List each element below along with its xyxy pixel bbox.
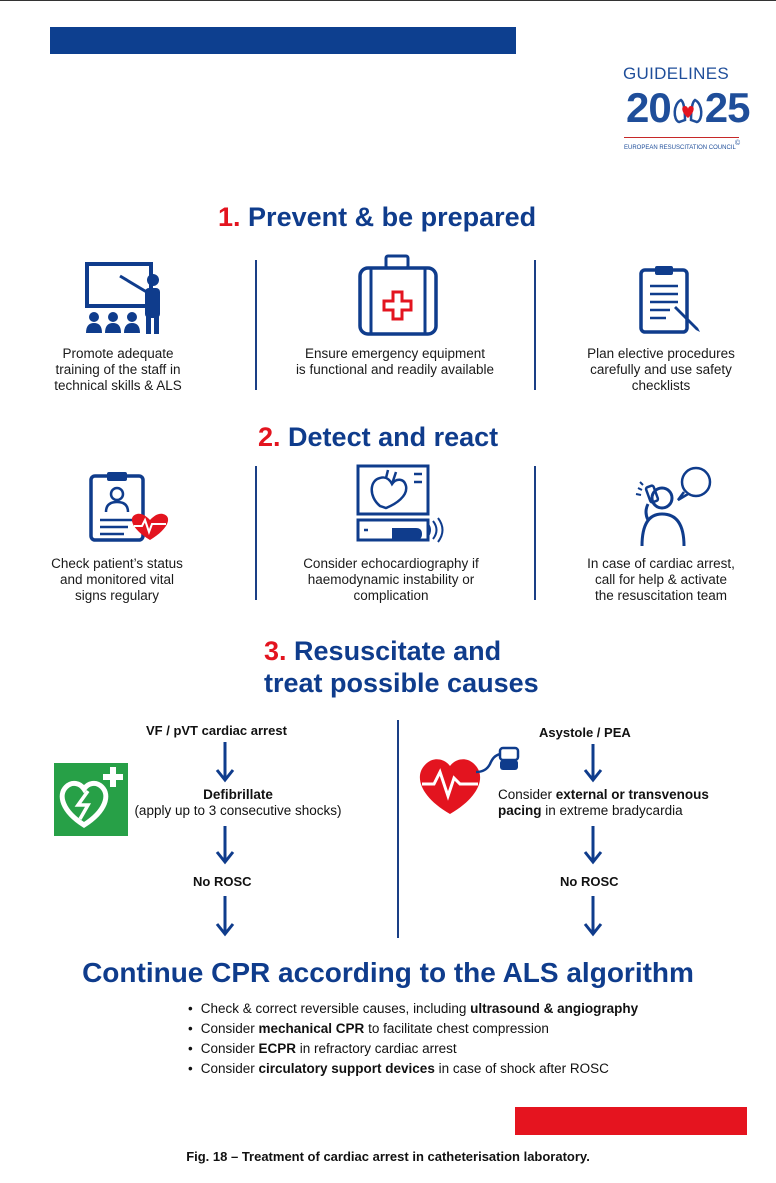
arrow-down-icon: [215, 826, 235, 865]
section3-number: 3.: [264, 636, 287, 666]
section2-item2-text: Consider echocardiography if haemodynami…: [303, 556, 479, 603]
logo-copyright: ©: [735, 140, 741, 147]
logo-guidelines-text: GUIDELINES: [623, 64, 729, 83]
pacing-post: in extreme bradycardia: [541, 803, 683, 818]
bullet-bold: circulatory support devices: [258, 1061, 435, 1076]
section2-divider-1: [255, 466, 257, 600]
heart-pacemaker-icon: [416, 742, 524, 816]
header-bar: [50, 27, 516, 54]
bullet-bold: mechanical CPR: [258, 1021, 365, 1036]
defibrillate-text: Defibrillate (apply up to 3 consecutive …: [130, 787, 346, 819]
section3-divider: [397, 720, 399, 938]
section2-divider-2: [534, 466, 536, 600]
medical-kit-icon: [358, 254, 438, 336]
section2-heading: 2. Detect and react: [258, 421, 498, 453]
section1-item2-text: Ensure emergency equipment is functional…: [295, 346, 495, 377]
section1-heading: 1. Prevent & be prepared: [218, 201, 536, 233]
defibrillate-label: Defibrillate: [203, 787, 273, 802]
section2-number: 2.: [258, 422, 281, 452]
top-rule: [0, 0, 776, 1]
footer-red-bar: [515, 1107, 747, 1135]
section1-title: Prevent & be prepared: [248, 202, 537, 232]
section1-divider-1: [255, 260, 257, 390]
pacing-text: Consider external or transvenous pacing …: [498, 787, 748, 819]
clipboard-checklist-icon: [638, 264, 702, 336]
bullet-text: Consider: [200, 1041, 259, 1056]
logo-year-left: 20: [626, 84, 672, 131]
bullet-item: Consider mechanical CPR to facilitate ch…: [188, 1019, 638, 1039]
figure-caption: Fig. 18 – Treatment of cardiac arrest in…: [186, 1149, 590, 1164]
patient-chart-heart-icon: [88, 470, 169, 544]
continue-cpr-title: Continue CPR according to the ALS algori…: [82, 957, 694, 988]
section2-title: Detect and react: [288, 422, 499, 452]
asystole-pea-label: Asystole / PEA: [539, 725, 631, 740]
section3-title-line2: treat possible causes: [264, 668, 539, 698]
arrow-down-icon: [583, 896, 603, 937]
section1-item1-text: Promote adequate training of the staff i…: [54, 346, 182, 393]
section3-title-line1: Resuscitate and: [294, 636, 502, 666]
arrow-down-icon: [215, 742, 235, 783]
echocardiography-icon: [356, 464, 444, 550]
logo-year-right: 25: [704, 84, 751, 131]
no-rosc-right: No ROSC: [560, 874, 619, 889]
aed-icon: [54, 763, 128, 836]
section1-item3-text: Plan elective procedures carefully and u…: [587, 346, 735, 393]
section2-item3-text: In case of cardiac arrest, call for help…: [587, 556, 735, 603]
bullet-text: Consider: [200, 1021, 259, 1036]
call-for-help-icon: [632, 464, 716, 548]
bullet-item: Consider ECPR in refractory cardiac arre…: [188, 1039, 638, 1059]
bullet-item: Check & correct reversible causes, inclu…: [188, 999, 638, 1019]
bullet-text: to facilitate chest compression: [364, 1021, 549, 1036]
arrow-down-icon: [583, 744, 603, 783]
bullet-text: Consider: [200, 1061, 259, 1076]
teacher-training-icon: [84, 260, 164, 335]
logo-divider: [624, 137, 739, 138]
bullet-text: in refractory cardiac arrest: [296, 1041, 457, 1056]
lungs-heart-icon: [671, 90, 705, 124]
section3-heading: 3. Resuscitate and treat possible causes: [264, 635, 539, 699]
pacing-bold1: external or transvenous: [555, 787, 709, 802]
arrow-down-icon: [215, 896, 235, 937]
defibrillate-detail: (apply up to 3 consecutive shocks): [134, 803, 342, 818]
bullet-bold: ECPR: [258, 1041, 297, 1056]
section1-number: 1.: [218, 202, 241, 232]
logo-org-text: EUROPEAN RESUSCITATION COUNCIL: [624, 145, 736, 151]
arrow-down-icon: [583, 826, 603, 865]
no-rosc-left: No ROSC: [193, 874, 252, 889]
bullet-text: Check & correct reversible causes, inclu…: [200, 1001, 471, 1016]
bullet-item: Consider circulatory support devices in …: [188, 1059, 638, 1079]
pacing-pre: Consider: [498, 787, 556, 802]
bullet-text: in case of shock after ROSC: [434, 1061, 609, 1076]
bullet-bold: ultrasound & angiography: [470, 1001, 639, 1016]
pacing-bold2: pacing: [498, 803, 542, 818]
conclusion-bullet-list: Check & correct reversible causes, inclu…: [188, 999, 638, 1079]
section1-divider-2: [534, 260, 536, 390]
vf-pvt-label: VF / pVT cardiac arrest: [146, 723, 287, 738]
section2-item1-text: Check patient’s status and monitored vit…: [51, 556, 183, 603]
